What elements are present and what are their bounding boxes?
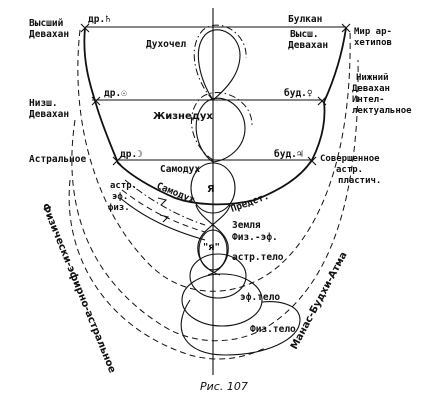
arrow-head-2: [159, 214, 170, 223]
label-devakhan-upper-left: Девахан: [29, 29, 69, 40]
label-samodukh-diagonal: Самодух: [155, 181, 197, 206]
loop-dukhochel: [197, 29, 241, 101]
envelope-curve-1: [77, 29, 351, 292]
label-bud-jupiter: буд.♃: [274, 149, 303, 160]
label-nizsh: Низш.: [29, 98, 58, 109]
label-intel: Интел-: [352, 95, 385, 105]
label-ef-telo: эф.тело: [240, 292, 280, 303]
envelope-curve-3: [68, 179, 266, 360]
arrow-head-1: [157, 197, 168, 206]
loop-etheric-body: [181, 273, 263, 327]
loop-ya: [190, 162, 236, 214]
label-dr-sun: др.☉: [104, 88, 127, 99]
label-bulkan: Булкан: [288, 14, 322, 25]
label-devakhan-upper-right: Девахан: [288, 40, 328, 51]
label-lektualnoe: лектуальное: [352, 106, 412, 116]
label-devakhan-lower-left: Девахан: [29, 109, 69, 120]
label-ya-small: "я": [203, 242, 220, 253]
label-astr-telo: астр.тело: [232, 252, 284, 263]
label-fiz-left: физ.: [108, 203, 130, 213]
label-devakhan-lower-right: Девахан: [352, 84, 390, 94]
label-mir-arkhetipov-1: Мир ар-: [354, 27, 392, 37]
label-nizhniy: Нижний: [356, 73, 389, 83]
label-predst: Предст.: [229, 191, 270, 215]
arrow-strand-2: [121, 189, 206, 233]
loop-zhiznedukh: [195, 97, 246, 163]
loop-dukhochel-dashdot: [193, 24, 247, 101]
label-plastich: пластич.: [338, 176, 381, 186]
label-fiz-ef: Физ.-эф.: [232, 232, 278, 243]
arrow-strand-3: [119, 197, 206, 241]
loop-zhiznedukh-dashdot: [190, 92, 253, 161]
label-zhiznedukh: Жизнедух: [153, 111, 213, 122]
main-path-curve: [83, 27, 347, 206]
label-side-right: Манас-Будхи-Атма: [289, 250, 350, 351]
label-bud-venus: буд.♀: [284, 88, 313, 99]
cross-strand-b: [197, 204, 231, 276]
label-fiz-telo: Физ.тело: [250, 324, 296, 335]
loop-physical-body: [180, 299, 301, 356]
loop-astral-body: [189, 253, 247, 299]
label-sovershennoe: Совершенное: [320, 154, 380, 164]
label-dukhochel: Духочел: [146, 39, 186, 50]
label-vysshiy: Высший: [29, 18, 64, 29]
arrow-strand-1: [124, 179, 206, 226]
marker-crosses: [80, 23, 351, 166]
label-ya-big: Я: [207, 184, 215, 195]
label-astralnoe: Астральное: [29, 154, 86, 165]
label-dr-saturn: др.♄: [88, 14, 111, 25]
label-samodukh-upper: Самодух: [160, 164, 200, 175]
label-dr-moon: др.☽: [120, 149, 143, 160]
label-astr-left: астр.: [110, 181, 137, 191]
label-side-left: Физически-эфирно-астральное: [39, 202, 118, 375]
label-vyssh: Высш.: [290, 29, 319, 40]
label-ef-left: эф.: [112, 192, 128, 202]
cross-strand-a: [195, 204, 229, 276]
envelope-curve-2: [71, 59, 359, 342]
label-mir-arkhetipov-2: хетипов: [354, 38, 392, 48]
label-astr-right: астр.: [336, 165, 363, 175]
loop-small-ya: [198, 229, 228, 271]
figure-caption: Рис. 107: [200, 380, 248, 393]
label-zemlya: Земля: [232, 220, 261, 231]
